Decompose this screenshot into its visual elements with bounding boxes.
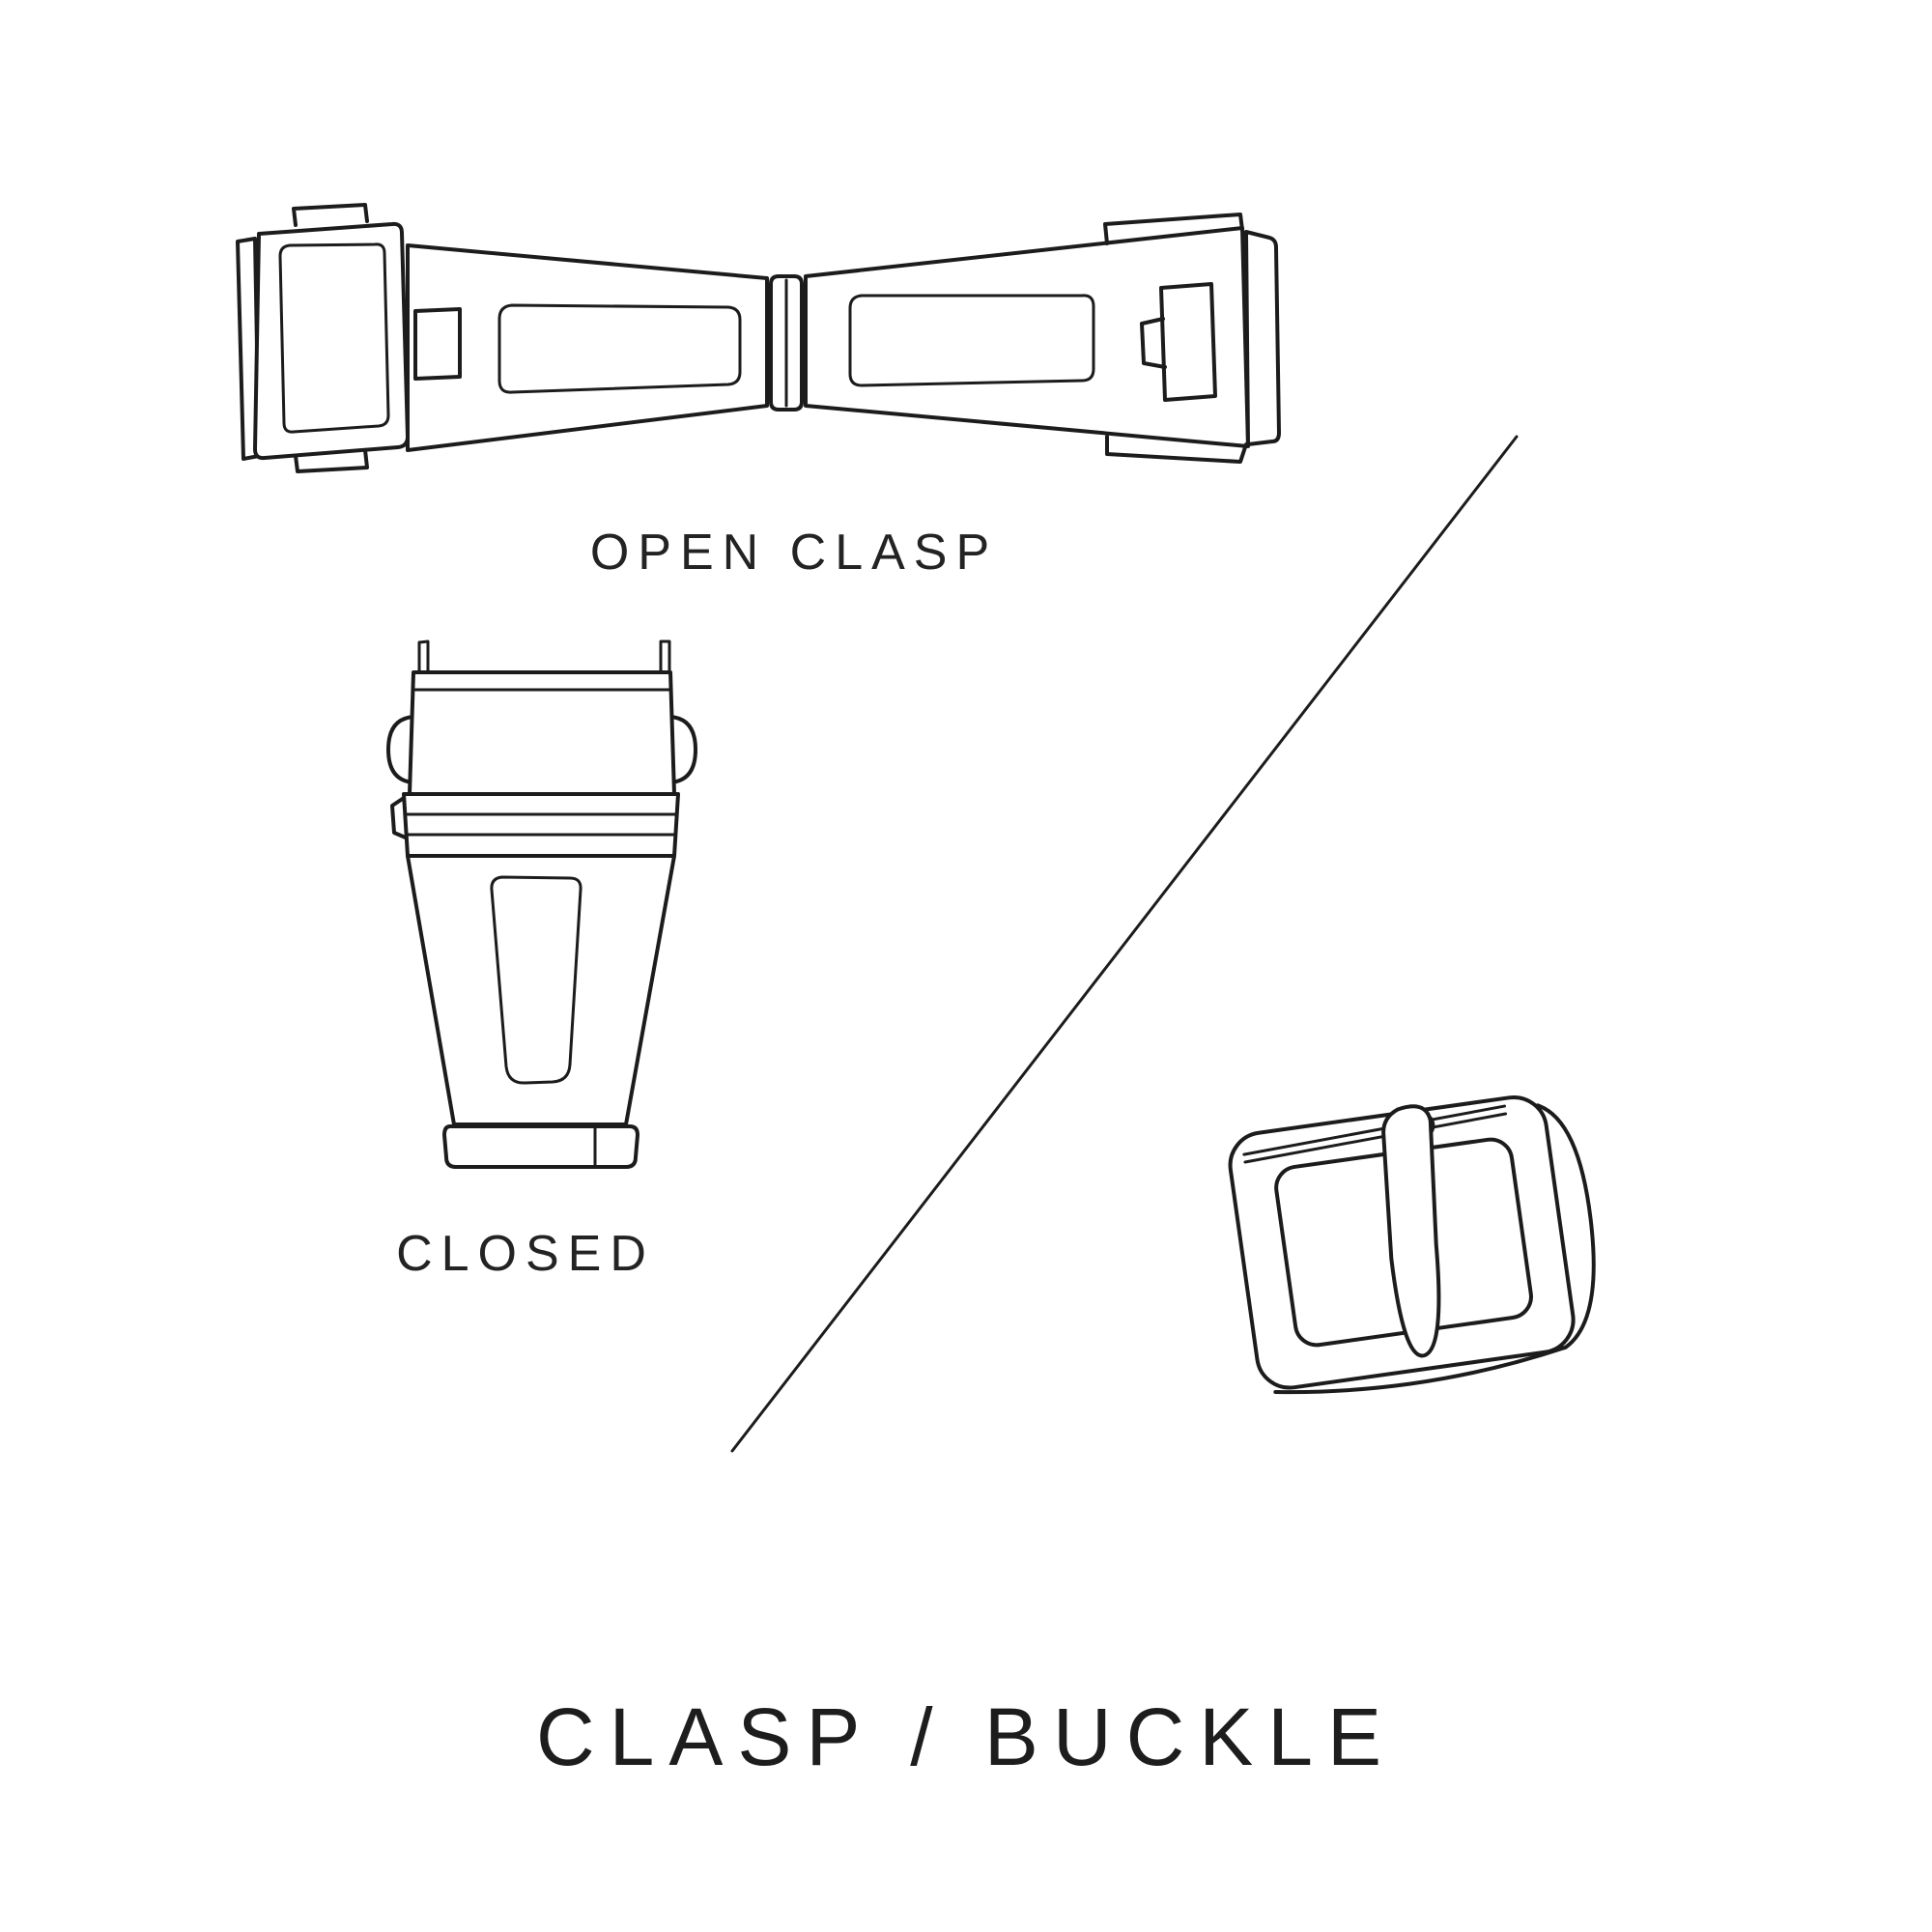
open-clasp-icon [236,203,1281,473]
closed-clasp-label: CLOSED [396,1226,655,1282]
diagonal-divider-line [730,435,1519,1453]
open-clasp-label: OPEN CLASP [589,525,999,581]
closed-clasp-icon [386,639,697,1169]
page-title: CLASP / BUCKLE [535,1691,1397,1782]
tang-buckle-icon [1228,1094,1596,1395]
